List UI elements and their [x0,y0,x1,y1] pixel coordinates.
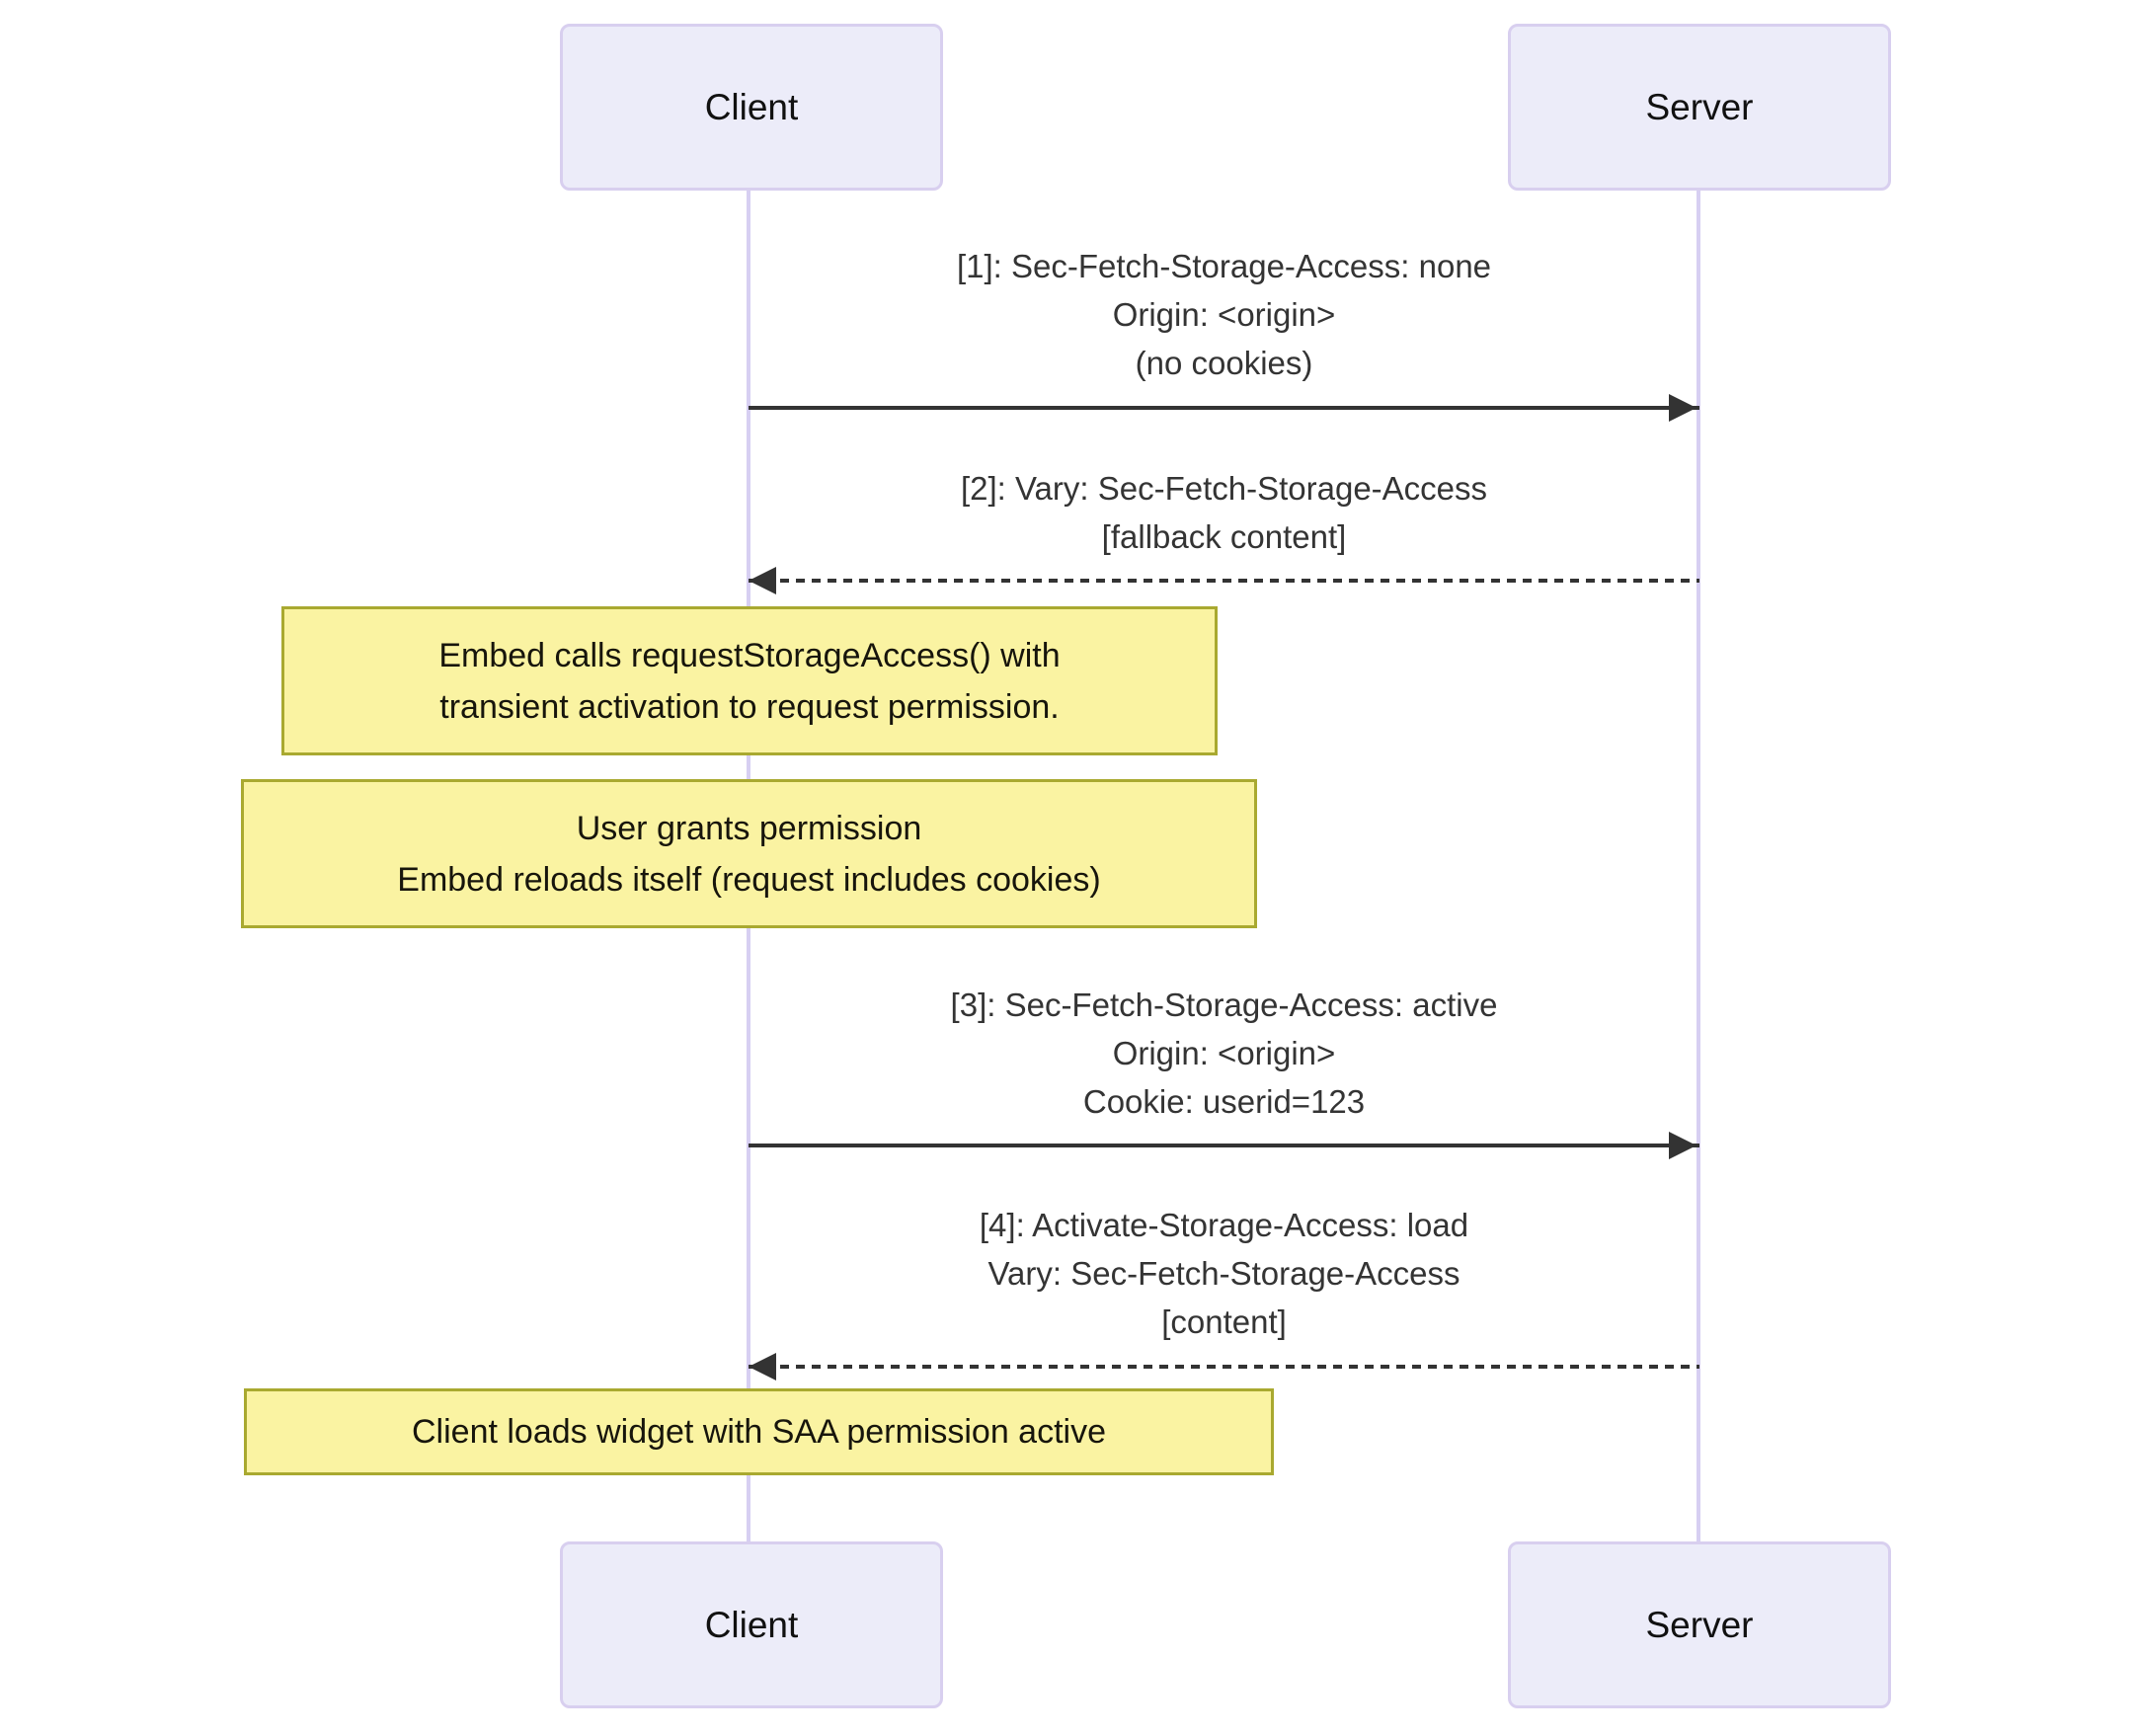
message-line: [3]: Sec-Fetch-Storage-Access: active [950,986,1498,1023]
message-3-arrow [749,1144,1699,1147]
message-2-label: [2]: Vary: Sec-Fetch-Storage-Access [fal… [749,464,1699,561]
note-client-loads-widget: Client loads widget with SAA permission … [244,1388,1274,1475]
note-line: Embed reloads itself (request includes c… [397,860,1101,899]
message-1-arrow [749,406,1699,410]
message-line: [fallback content] [1101,518,1347,555]
note-line: transient activation to request permissi… [439,687,1060,726]
message-line: (no cookies) [1135,345,1313,381]
note-user-grants-permission: User grants permission Embed reloads its… [241,779,1257,928]
message-2-arrow [749,579,1699,583]
actor-client-bottom: Client [560,1541,943,1708]
arrowhead-left-icon [749,1353,776,1381]
message-4-arrow [749,1365,1699,1369]
message-line: [2]: Vary: Sec-Fetch-Storage-Access [960,470,1488,507]
actor-label: Server [1645,1604,1754,1645]
note-line: User grants permission [576,809,922,847]
server-lifeline [1697,191,1700,1541]
note-line: Client loads widget with SAA permission … [412,1413,1106,1451]
arrowhead-right-icon [1669,394,1697,422]
actor-client-top: Client [560,24,943,191]
actor-server-top: Server [1508,24,1891,191]
message-line: [4]: Activate-Storage-Access: load [979,1207,1469,1243]
message-line: [1]: Sec-Fetch-Storage-Access: none [956,248,1492,284]
message-line: Origin: <origin> [1112,296,1336,333]
message-line: Vary: Sec-Fetch-Storage-Access [987,1255,1460,1292]
actor-label: Client [704,86,799,127]
message-line: Cookie: userid=123 [1082,1083,1366,1120]
arrowhead-right-icon [1669,1132,1697,1159]
message-3-label: [3]: Sec-Fetch-Storage-Access: active Or… [749,981,1699,1126]
message-1-label: [1]: Sec-Fetch-Storage-Access: none Orig… [749,242,1699,387]
arrowhead-left-icon [749,567,776,594]
note-line: Embed calls requestStorageAccess() with [438,636,1061,674]
actor-label: Client [704,1604,799,1645]
message-4-label: [4]: Activate-Storage-Access: load Vary:… [749,1201,1699,1346]
actor-label: Server [1645,86,1754,127]
note-request-storage-access: Embed calls requestStorageAccess() with … [281,606,1218,755]
actor-server-bottom: Server [1508,1541,1891,1708]
message-line: Origin: <origin> [1112,1035,1336,1071]
message-line: [content] [1161,1303,1287,1340]
